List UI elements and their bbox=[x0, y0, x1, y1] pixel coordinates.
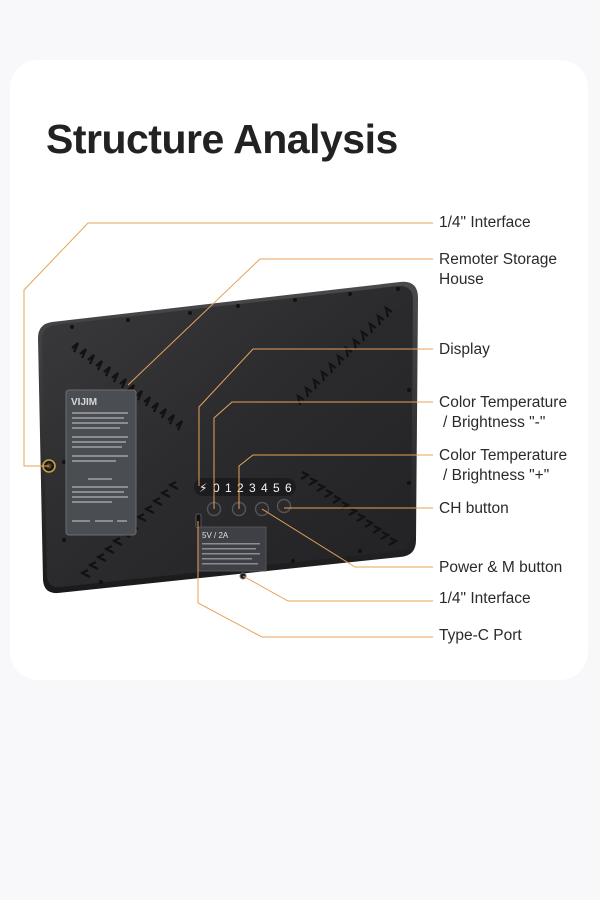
leader-line-power bbox=[261, 508, 433, 568]
leader-line-type-c bbox=[197, 521, 433, 638]
label-quarter-inch-interface-side: 1/4" Interface bbox=[439, 214, 531, 231]
label-display: Display bbox=[439, 341, 490, 358]
label-power-m-button: Power & M button bbox=[439, 559, 563, 576]
page-title: Structure Analysis bbox=[46, 116, 398, 162]
display-digit: 2 bbox=[237, 481, 244, 495]
control-strip: ⚡ 0 1 2 3 4 5 6 bbox=[194, 478, 296, 496]
label-color-temp-brightness-minus: Color Temperature / Brightness "-" bbox=[439, 394, 568, 431]
label-quarter-inch-interface-bottom: 1/4" Interface bbox=[439, 590, 531, 607]
power-indicator-icon: ⚡ bbox=[199, 481, 207, 495]
ch-button bbox=[276, 498, 292, 514]
label-ch-button: CH button bbox=[439, 500, 509, 517]
power-rating-sticker: 5V / 2A bbox=[197, 526, 267, 572]
screw-holes bbox=[62, 287, 411, 584]
display-digit: 3 bbox=[249, 481, 256, 495]
svg-text:0 1 2 3: 0 1 2 3 4 5 6 bbox=[213, 481, 292, 495]
brand-logo: VIJIM bbox=[71, 397, 97, 408]
display-digit: 1 bbox=[225, 481, 232, 495]
power-rating: 5V / 2A bbox=[202, 531, 229, 540]
display-digit: 5 bbox=[273, 481, 280, 495]
label-color-temp-brightness-plus: Color Temperature / Brightness "+" bbox=[439, 447, 568, 484]
leader-line-bottom-interface bbox=[242, 575, 433, 602]
leader-line-display bbox=[198, 348, 433, 486]
display-digit: 4 bbox=[261, 481, 268, 495]
leader-lines bbox=[23, 222, 433, 638]
display-digit: 0 bbox=[213, 481, 220, 495]
label-type-c-port: Type-C Port bbox=[439, 627, 522, 644]
display-digit: 6 bbox=[285, 481, 292, 495]
vent-grille bbox=[71, 305, 399, 578]
leader-line-storage bbox=[127, 258, 433, 386]
label-remoter-storage-house: Remoter Storage House bbox=[439, 251, 558, 288]
leader-line-plus bbox=[238, 454, 433, 509]
leader-line-side-interface bbox=[23, 222, 433, 467]
leader-line-minus bbox=[213, 401, 433, 509]
remoter-storage-house: VIJIM bbox=[65, 389, 137, 536]
